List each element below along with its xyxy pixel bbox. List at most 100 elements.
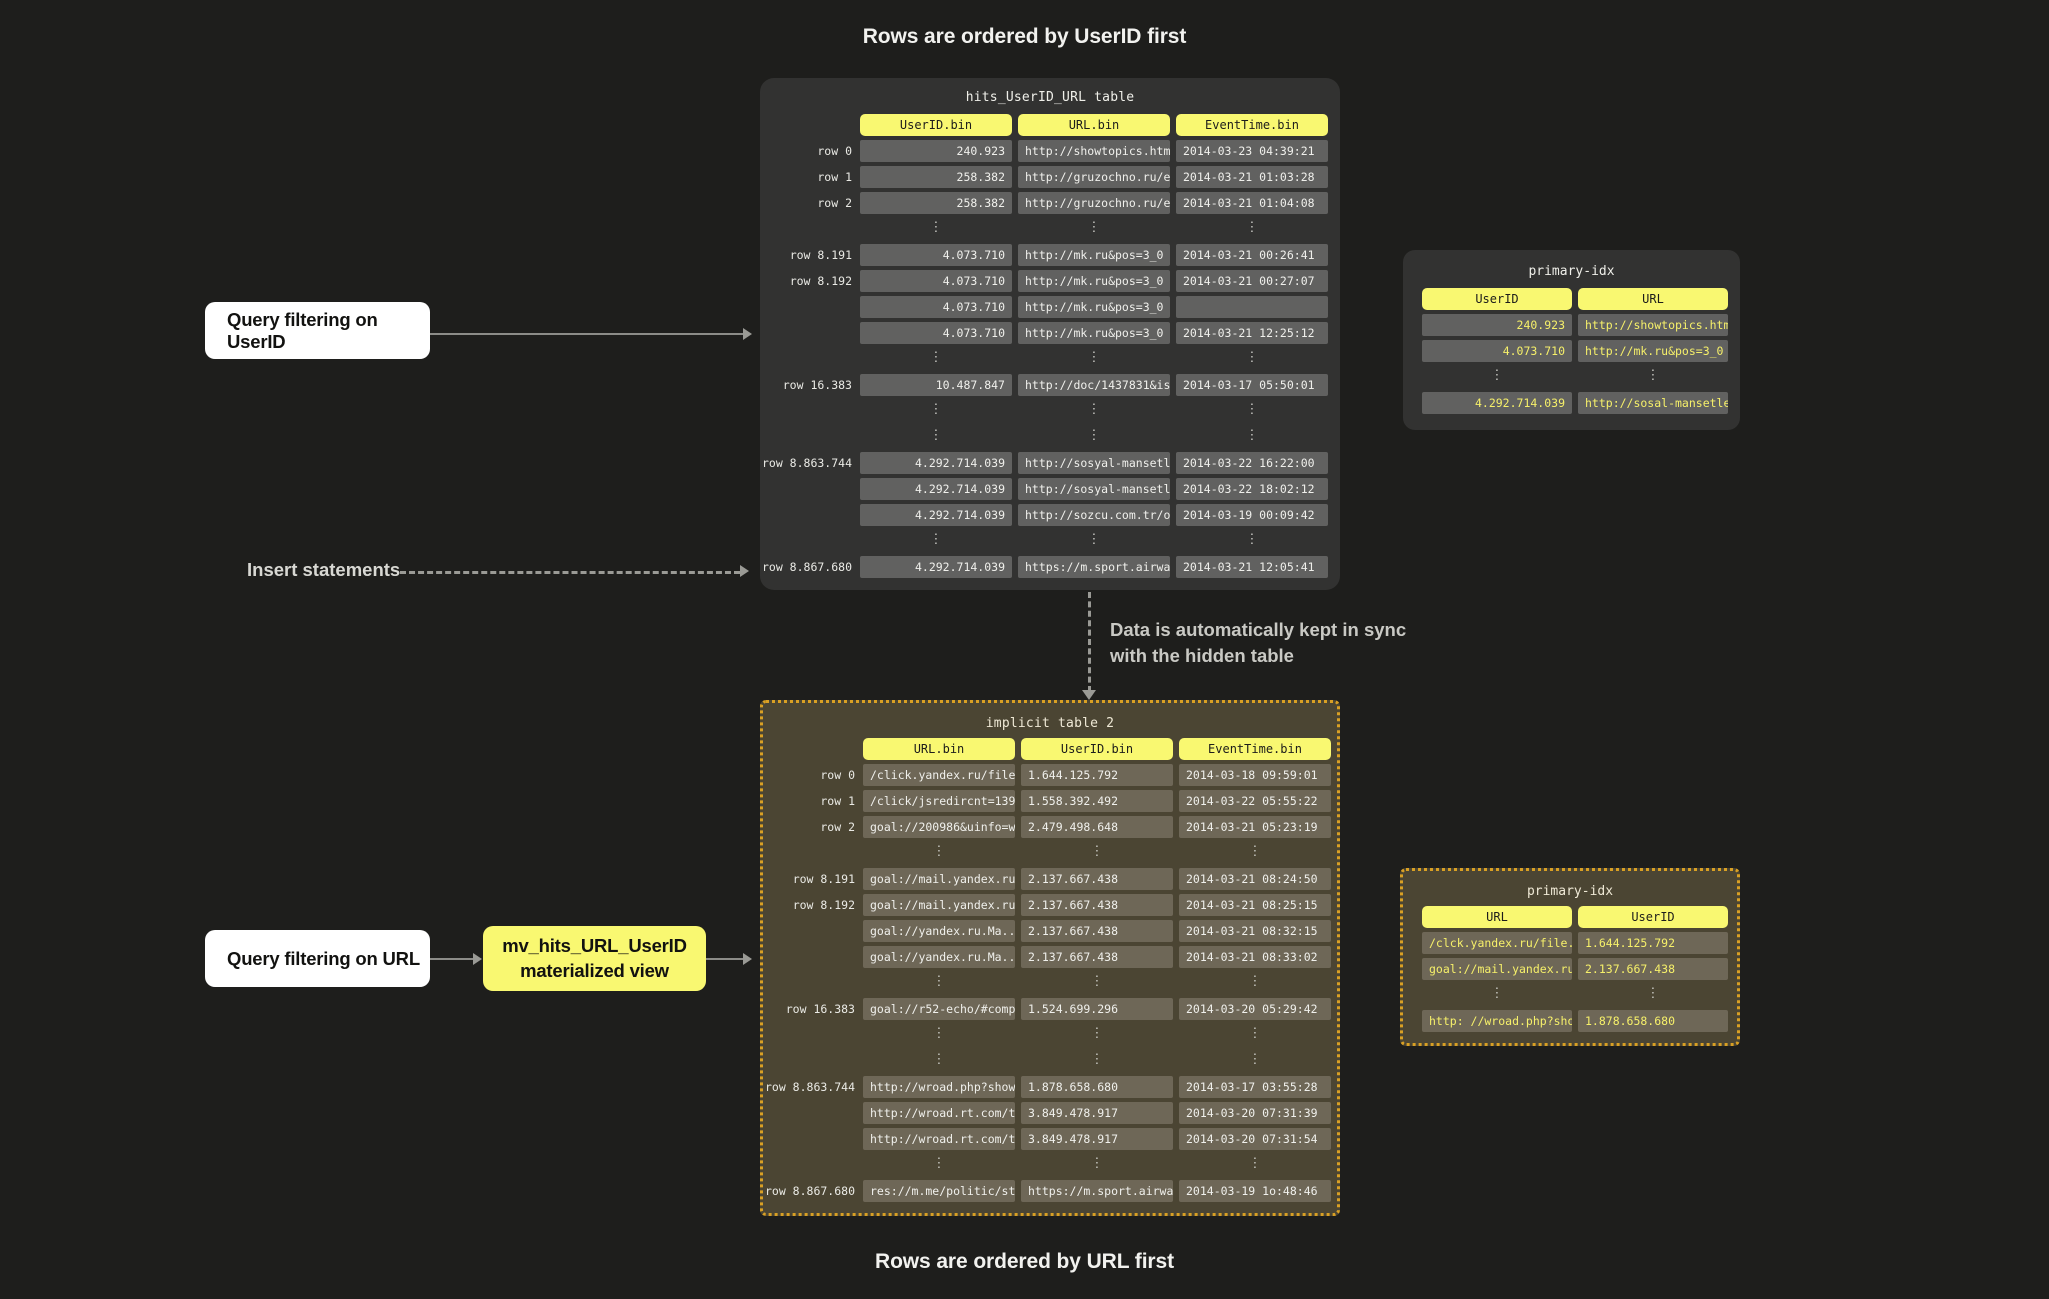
url-table-cell: 1.524.699.296	[1021, 998, 1173, 1020]
userid-table-cell: 4.073.710	[860, 244, 1012, 266]
userid-table-cell: 2014-03-21 12:25:12	[1176, 322, 1328, 344]
userid-table-ellipsis: ⋮	[929, 219, 943, 236]
url-table-ellipsis: ⋮	[1090, 1025, 1104, 1042]
url-table-row-label: row 8.191	[792, 872, 855, 886]
idx-userid-ellipsis: ⋮	[1490, 367, 1504, 384]
url-table-row-label: row 8.863.744	[764, 1080, 855, 1094]
url-table-header-3: EventTime.bin	[1179, 738, 1331, 760]
url-table-ellipsis: ⋮	[1090, 1155, 1104, 1172]
url-table-cell: http://wroad.rt.com/tr/...	[863, 1102, 1015, 1124]
userid-table-row-label: row 16.383	[782, 378, 852, 392]
userid-table-cell: 4.073.710	[860, 296, 1012, 318]
url-table-cell: 2014-03-21 08:24:50	[1179, 868, 1331, 890]
userid-table-cell: http://sosyal-mansetleri...	[1018, 452, 1170, 474]
userid-table-row-label: row 8.867.680	[761, 560, 852, 574]
idx-url-ellipsis: ⋮	[1646, 985, 1660, 1002]
url-table-cell: https://m.sport.airway/?	[1021, 1180, 1173, 1202]
idx-grid-userid: UserIDURL240.923http://showtopics.html%3…	[1403, 250, 1740, 430]
userid-table-row-label: row 1	[817, 170, 852, 184]
idx-grid-url: URLUserID/clck.yandex.ru/file.com...1.64…	[1400, 868, 1740, 1046]
url-table-cell: 2014-03-20 05:29:42	[1179, 998, 1331, 1020]
idx-url-ellipsis: ⋮	[1490, 985, 1504, 1002]
userid-table-ellipsis: ⋮	[929, 531, 943, 548]
url-table-ellipsis: ⋮	[1090, 973, 1104, 990]
userid-table-cell: 258.382	[860, 166, 1012, 188]
userid-table-cell: 2014-03-22 18:02:12	[1176, 478, 1328, 500]
url-table-row-label: row 1	[820, 794, 855, 808]
userid-table-cell: 240.923	[860, 140, 1012, 162]
table-grid-url: URL.bin UserID.bin EventTime.bin row 0/clic…	[760, 700, 1340, 1216]
url-table-cell: 3.849.478.917	[1021, 1128, 1173, 1150]
url-table-cell: 2014-03-18 09:59:01	[1179, 764, 1331, 786]
url-table-row-label: row 0	[820, 768, 855, 782]
userid-table-cell: 4.292.714.039	[860, 556, 1012, 578]
url-table-cell: 1.644.125.792	[1021, 764, 1173, 786]
idx-userid-cell: http://mk.ru&pos=3_0	[1578, 340, 1728, 362]
idx-url-cell: 2.137.667.438	[1578, 958, 1728, 980]
url-table-row-label: row 8.192	[792, 898, 855, 912]
url-table-cell: 3.849.478.917	[1021, 1102, 1173, 1124]
url-table-ellipsis: ⋮	[1248, 1155, 1262, 1172]
userid-table-cell: 2014-03-21 01:03:28	[1176, 166, 1328, 188]
idx-url-header-2: UserID	[1578, 906, 1728, 928]
idx-userid-header-1: UserID	[1422, 288, 1572, 310]
userid-table-cell: http://sosyal-mansetleri...	[1018, 478, 1170, 500]
userid-table-cell: http://mk.ru&pos=3_0	[1018, 322, 1170, 344]
userid-table-row-label: row 8.191	[789, 248, 852, 262]
userid-table-ellipsis: ⋮	[1245, 401, 1259, 418]
connector-query-userid-arrow	[743, 328, 752, 340]
userid-table-cell: 2014-03-22 16:22:00	[1176, 452, 1328, 474]
url-table-ellipsis: ⋮	[1090, 1051, 1104, 1068]
userid-table-cell: http://sozcu.com.tr/oaut	[1018, 504, 1170, 526]
userid-table-cell: http://gruzochno.ru/ekat...	[1018, 166, 1170, 188]
url-table-cell: goal://mail.yandex.ru/Ma...	[863, 868, 1015, 890]
url-table-cell: goal://mail.yandex.ru/Ma...	[863, 894, 1015, 916]
userid-table-cell: 10.487.847	[860, 374, 1012, 396]
callout-materialized-view[interactable]: mv_hits_URL_UserID materialized view	[483, 926, 706, 991]
userid-table-cell: 2014-03-21 12:05:41	[1176, 556, 1328, 578]
userid-table-ellipsis: ⋮	[1245, 531, 1259, 548]
idx-userid-cell: http://showtopics.html%3...	[1578, 314, 1728, 336]
url-table-header-1: URL.bin	[863, 738, 1015, 760]
userid-table-header-3: EventTime.bin	[1176, 114, 1328, 136]
note-sync: Data is automatically kept in sync with …	[1110, 619, 1407, 667]
idx-userid-cell: 4.292.714.039	[1422, 392, 1572, 414]
url-table-ellipsis: ⋮	[932, 1155, 946, 1172]
userid-table-cell: http://mk.ru&pos=3_0	[1018, 244, 1170, 266]
connector-insert-arrow	[740, 565, 749, 577]
url-table-ellipsis: ⋮	[1248, 1051, 1262, 1068]
url-table-cell: /click/jsredircnt=1395412...	[863, 790, 1015, 812]
userid-table-cell: http://gruzochno.ru/ekat...	[1018, 192, 1170, 214]
idx-url-cell: 1.644.125.792	[1578, 932, 1728, 954]
url-table-header-2: UserID.bin	[1021, 738, 1173, 760]
userid-table-cell: 2014-03-17 05:50:01	[1176, 374, 1328, 396]
url-table-ellipsis: ⋮	[1090, 843, 1104, 860]
userid-table-cell: http://doc/1437831&is_mo...	[1018, 374, 1170, 396]
connector-sync-arrow	[1082, 690, 1096, 700]
userid-table-ellipsis: ⋮	[1087, 219, 1101, 236]
userid-table-row-label: row 0	[817, 144, 852, 158]
connector-query-url-arrow	[473, 953, 482, 965]
connector-query-url-line	[430, 958, 473, 960]
userid-table-cell: 4.073.710	[860, 322, 1012, 344]
url-table-ellipsis: ⋮	[932, 1051, 946, 1068]
url-table-ellipsis: ⋮	[1248, 973, 1262, 990]
url-table-cell: goal://200986&uinfo=wn-1...	[863, 816, 1015, 838]
callout-query-filtering-userid[interactable]: Query filtering on UserID	[205, 302, 430, 359]
label-insert-statements: Insert statements	[247, 559, 401, 580]
idx-url-cell: goal://mail.yandex.ru/Ma...	[1422, 958, 1572, 980]
idx-userid-cell: 240.923	[1422, 314, 1572, 336]
url-table-cell: 2014-03-21 08:33:02	[1179, 946, 1331, 968]
userid-table-cell: 4.073.710	[860, 270, 1012, 292]
callout-query-filtering-url[interactable]: Query filtering on URL	[205, 930, 430, 987]
userid-table-ellipsis: ⋮	[1087, 427, 1101, 444]
userid-table-row-label: row 8.863.744	[761, 456, 852, 470]
idx-url-cell: 1.878.658.680	[1578, 1010, 1728, 1032]
userid-table-ellipsis: ⋮	[1087, 349, 1101, 366]
connector-insert-dashed	[400, 571, 740, 574]
userid-table-cell: 2014-03-23 04:39:21	[1176, 140, 1328, 162]
url-table-cell: 2014-03-20 07:31:54	[1179, 1128, 1331, 1150]
userid-table-ellipsis: ⋮	[1245, 349, 1259, 366]
